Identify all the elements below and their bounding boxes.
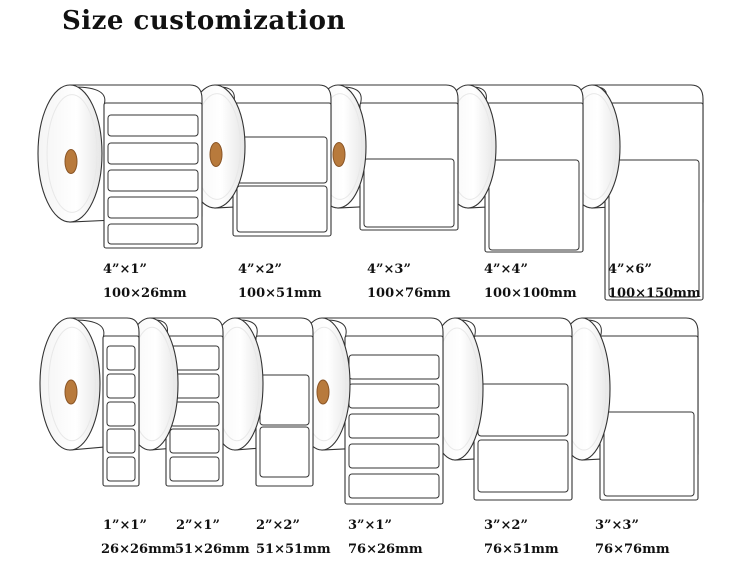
roll-7-size-mm: 51×26mm	[175, 542, 250, 557]
label-blank	[348, 443, 440, 469]
roll-4-size-mm: 100×100mm	[484, 286, 577, 301]
label-blank	[107, 142, 199, 165]
label-blank	[477, 383, 569, 437]
label-blank	[106, 373, 136, 399]
label-blank	[348, 413, 440, 439]
label-blank	[236, 185, 328, 233]
label-blank	[603, 411, 695, 497]
label-blank	[106, 456, 136, 482]
label-blank	[348, 354, 440, 380]
roll-core	[332, 142, 346, 167]
label-blank	[608, 159, 700, 298]
roll-4-size-inch: 4”×4”	[484, 262, 528, 277]
roll-1-size-inch: 4”×1”	[103, 262, 147, 277]
roll-11-size-mm: 76×76mm	[595, 542, 670, 557]
roll-7-size-inch: 2”×1”	[176, 518, 220, 533]
roll-core	[64, 379, 78, 405]
label-blank	[488, 159, 580, 251]
label-blank	[107, 196, 199, 219]
label-roll-3	[309, 84, 459, 231]
roll-6-size-mm: 26×26mm	[101, 542, 176, 557]
label-roll-6	[39, 317, 140, 487]
label-blank	[477, 439, 569, 493]
label-blank	[348, 383, 440, 409]
label-roll-2	[184, 84, 332, 237]
roll-11-size-inch: 3”×3”	[595, 518, 639, 533]
roll-6-size-inch: 1”×1”	[103, 518, 147, 533]
label-blank	[107, 223, 199, 245]
roll-edge	[73, 86, 106, 106]
roll-5-size-mm: 100×150mm	[608, 286, 701, 301]
roll-core	[64, 149, 78, 174]
label-blank	[348, 473, 440, 499]
label-blank	[169, 401, 220, 427]
roll-10-size-mm: 76×51mm	[484, 542, 559, 557]
label-blank	[106, 428, 136, 454]
label-blank	[107, 114, 199, 137]
roll-edge	[73, 319, 105, 339]
label-blank	[363, 158, 455, 228]
roll-5-size-inch: 4”×6”	[608, 262, 652, 277]
label-blank	[236, 136, 328, 184]
label-roll-11	[553, 317, 699, 501]
label-blank	[259, 374, 310, 426]
label-roll-9	[293, 317, 444, 505]
page-title: Size customization	[62, 6, 346, 36]
roll-9-size-mm: 76×26mm	[348, 542, 423, 557]
roll-core	[209, 142, 223, 167]
label-blank	[259, 426, 310, 478]
roll-core	[316, 379, 330, 405]
roll-winding	[48, 326, 96, 442]
roll-2-size-inch: 4”×2”	[238, 262, 282, 277]
label-blank	[169, 456, 220, 482]
roll-10-size-inch: 3”×2”	[484, 518, 528, 533]
label-roll-10	[426, 317, 573, 501]
label-blank	[169, 428, 220, 454]
label-roll-1	[37, 84, 203, 249]
roll-9-size-inch: 3”×1”	[348, 518, 392, 533]
roll-3-size-mm: 100×76mm	[367, 286, 451, 301]
roll-winding	[46, 94, 98, 213]
label-blank	[106, 345, 136, 371]
roll-8-size-mm: 51×51mm	[256, 542, 331, 557]
roll-1-size-mm: 100×26mm	[103, 286, 187, 301]
label-blank	[106, 401, 136, 427]
roll-2-size-mm: 100×51mm	[238, 286, 322, 301]
label-roll-4	[439, 84, 584, 253]
label-blank	[107, 169, 199, 192]
roll-3-size-inch: 4”×3”	[367, 262, 411, 277]
roll-8-size-inch: 2”×2”	[256, 518, 300, 533]
